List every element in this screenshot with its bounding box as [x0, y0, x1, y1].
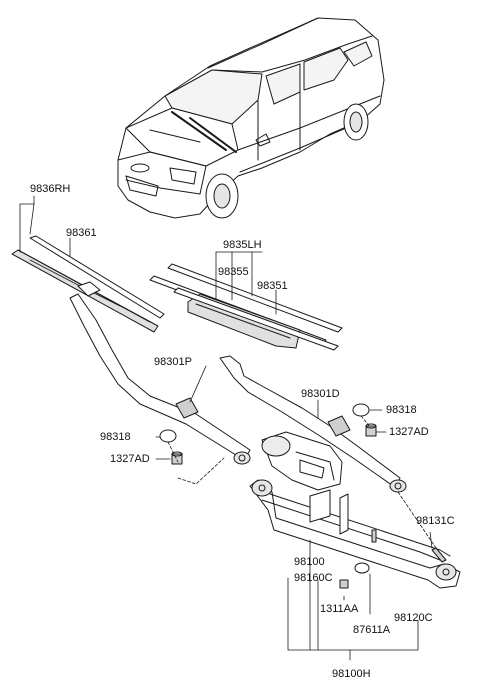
- label-blade-rh: 9836RH: [30, 183, 71, 195]
- arm-passenger: [69, 293, 251, 465]
- label-blade-lh: 9835LH: [223, 239, 262, 251]
- caps-and-nuts: [159, 403, 377, 465]
- arm-driver: [219, 355, 407, 493]
- car-illustration: [117, 17, 385, 219]
- label-arm-passenger: 98301P: [154, 356, 192, 368]
- blade-lh: [149, 263, 343, 351]
- label-nut-left: 1327AD: [110, 453, 150, 465]
- label-refill-lh-a: 98355: [218, 266, 249, 278]
- label-cap-left: 98318: [100, 431, 131, 443]
- label-bolt: 98131C: [416, 515, 455, 527]
- label-cap-right: 98318: [386, 404, 417, 416]
- label-link-assy: 98160C: [294, 572, 333, 584]
- label-bolt-mount: 1311AA: [320, 603, 359, 615]
- label-arm-driver: 98301D: [301, 388, 340, 400]
- linkage-assembly: [249, 431, 461, 589]
- label-nut-right: 1327AD: [389, 426, 429, 438]
- label-refill-rh: 98361: [66, 227, 97, 239]
- label-wiper-assy: 98100H: [332, 668, 371, 680]
- label-motor: 98100: [294, 556, 325, 568]
- label-linkage: 98120C: [394, 612, 433, 624]
- label-grommet: 87611A: [353, 624, 391, 636]
- label-refill-lh-b: 98351: [257, 280, 288, 292]
- blade-rh: [11, 235, 165, 333]
